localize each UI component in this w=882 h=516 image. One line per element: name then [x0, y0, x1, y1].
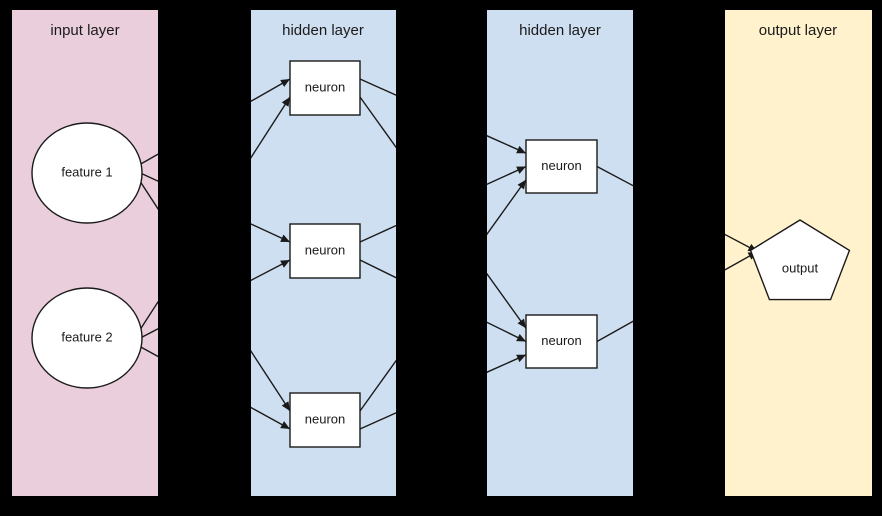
node-output-node[interactable]: output — [749, 219, 851, 301]
hidden-1-neuron-3-label: neuron — [305, 411, 345, 426]
edge-line — [251, 96, 291, 159]
layer-hidden-layer-2: hidden layer neuron neuron — [487, 10, 633, 496]
edge-line — [487, 321, 527, 343]
edge-line — [251, 259, 291, 282]
edge-line — [251, 349, 291, 412]
hidden-1-neuron-1-shape[interactable] — [289, 60, 361, 116]
arrow-head-icon — [517, 179, 526, 190]
feature-2-shape[interactable] — [31, 287, 143, 389]
edge-line — [725, 251, 758, 271]
connection-edge-h1n3-h2n2 — [359, 412, 396, 430]
edge-line — [487, 135, 527, 154]
arrow-head-icon — [281, 97, 290, 107]
edge-line — [359, 96, 396, 149]
hidden-1-neuron-1-label: neuron — [305, 79, 345, 94]
edge-line — [251, 406, 291, 430]
node-hidden-1-neuron-3[interactable]: neuron — [289, 392, 361, 448]
connection-edge-f2-h1n2 — [251, 259, 291, 282]
edge-line — [359, 78, 396, 96]
node-hidden-1-neuron-1[interactable]: neuron — [289, 60, 361, 116]
connection-edge-f2-h1n3 — [251, 406, 291, 430]
arrow-head-icon — [280, 421, 290, 429]
edge-line — [359, 412, 396, 430]
node-feature-2[interactable]: feature 2 — [31, 287, 143, 389]
connection-edge-h1n2-h2n1 — [487, 165, 527, 186]
arrow-head-icon — [516, 145, 526, 154]
connection-edge-h1n1-h2n2 — [487, 272, 527, 329]
hidden-layer-2-title: hidden layer — [519, 22, 601, 39]
hidden-2-neuron-2-shape[interactable] — [525, 314, 598, 369]
arrow-head-icon — [516, 333, 526, 342]
layer-input-layer: input layer feature 1 feature 2 — [12, 10, 158, 496]
edges-in-hidden-layer-1 — [251, 78, 396, 430]
feature-1-label: feature 1 — [61, 164, 112, 179]
layers-group: input layer feature 1 feature 2 hidden laye… — [12, 10, 872, 496]
layer-output-layer: output layer output — [725, 10, 872, 496]
arrow-head-icon — [280, 79, 290, 87]
input-layer-title: input layer — [50, 22, 119, 39]
hidden-layer-1-title: hidden layer — [282, 22, 364, 39]
feature-2-label: feature 2 — [61, 329, 112, 344]
output-layer-title: output layer — [759, 22, 837, 39]
connection-edge-h1n2-h2n1 — [359, 224, 396, 243]
input-layer-panel[interactable] — [12, 10, 158, 496]
edge-line — [251, 78, 291, 103]
edge-line — [596, 165, 633, 187]
connection-edge-f1-h1n3 — [251, 349, 291, 412]
hidden-2-neuron-2-label: neuron — [541, 333, 581, 348]
hidden-layer-2-panel[interactable] — [487, 10, 633, 496]
connection-edge-h1n3-h2n2 — [487, 354, 527, 373]
hidden-2-neuron-1-shape[interactable] — [525, 139, 598, 194]
hidden-2-neuron-1-label: neuron — [541, 158, 581, 173]
edge-line — [487, 179, 527, 236]
edge-line — [487, 272, 527, 329]
node-hidden-1-neuron-2[interactable]: neuron — [289, 223, 361, 279]
edges-in-input-layer — [139, 153, 158, 358]
node-feature-1[interactable]: feature 1 — [31, 122, 143, 224]
connection-edge-h1n2-h2n2 — [487, 321, 527, 343]
edge-line — [359, 359, 396, 412]
hidden-1-neuron-3-shape[interactable] — [289, 392, 361, 448]
connection-edge-h1n3-h2n1 — [359, 359, 396, 412]
edge-line — [596, 320, 633, 343]
connection-edge-h2n1-out — [596, 165, 633, 187]
arrow-head-icon — [280, 234, 290, 242]
connection-edge-h1n1-h2n2 — [359, 96, 396, 149]
edges-in-output-layer — [725, 233, 758, 271]
arrow-head-icon — [281, 401, 290, 411]
connection-edge-f2-h1n1 — [251, 96, 291, 159]
arrow-head-icon — [516, 166, 526, 174]
connection-edge-f1-h1n2 — [251, 223, 291, 243]
node-hidden-2-neuron-1[interactable]: neuron — [525, 139, 598, 194]
edges-in-hidden-layer-2 — [487, 135, 633, 373]
edge-line — [725, 233, 758, 253]
layer-hidden-layer-1: hidden layer neuron neuron neuron — [251, 10, 396, 496]
edge-line — [487, 165, 527, 186]
arrow-head-icon — [517, 318, 526, 329]
arrow-head-icon — [280, 260, 290, 268]
hidden-1-neuron-2-shape[interactable] — [289, 223, 361, 279]
edge-line — [359, 259, 396, 279]
connection-edge-h1n2-h2n2 — [359, 259, 396, 279]
feature-1-shape[interactable] — [31, 122, 143, 224]
edge-line — [487, 354, 527, 373]
connection-edge-h2n2-out — [596, 320, 633, 343]
arrow-head-icon — [516, 354, 526, 363]
node-hidden-2-neuron-2[interactable]: neuron — [525, 314, 598, 369]
hidden-1-neuron-2-label: neuron — [305, 242, 345, 257]
connection-edge-h1n1-h2n1 — [487, 135, 527, 154]
connection-edge-h1n3-h2n1 — [487, 179, 527, 236]
connection-edge-h1n1-h2n1 — [359, 78, 396, 96]
output-node-label: output — [782, 261, 819, 276]
output-node-shape[interactable] — [749, 219, 851, 301]
edge-line — [251, 223, 291, 243]
edge-line — [359, 224, 396, 243]
connection-edge-f1-h1n1 — [251, 78, 291, 103]
